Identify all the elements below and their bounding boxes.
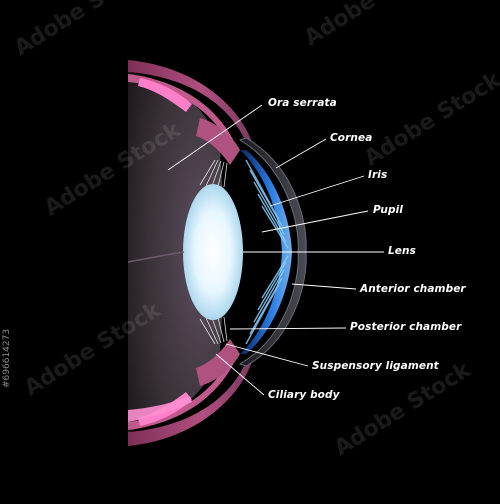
stock-id: #696614273 <box>2 328 12 388</box>
label-anterior-chamber: Anterior chamber <box>360 283 466 295</box>
vitreous-body <box>128 72 226 432</box>
ora-serrata-region <box>138 78 192 112</box>
ciliary-body-bottom <box>196 339 240 386</box>
ciliary-body-top <box>196 118 240 165</box>
label-cornea: Cornea <box>330 132 373 144</box>
label-suspensory-ligament: Suspensory ligament <box>312 360 439 372</box>
cornea <box>238 137 307 367</box>
sclera <box>128 60 252 142</box>
label-iris: Iris <box>368 169 388 181</box>
lens <box>183 184 243 320</box>
label-lens: Lens <box>388 245 416 257</box>
iris <box>240 150 292 354</box>
label-ciliary-body: Ciliary body <box>268 389 340 401</box>
label-ora-serrata: Ora serrata <box>268 97 337 109</box>
label-pupil: Pupil <box>373 204 404 216</box>
label-posterior-chamber: Posterior chamber <box>350 321 462 333</box>
